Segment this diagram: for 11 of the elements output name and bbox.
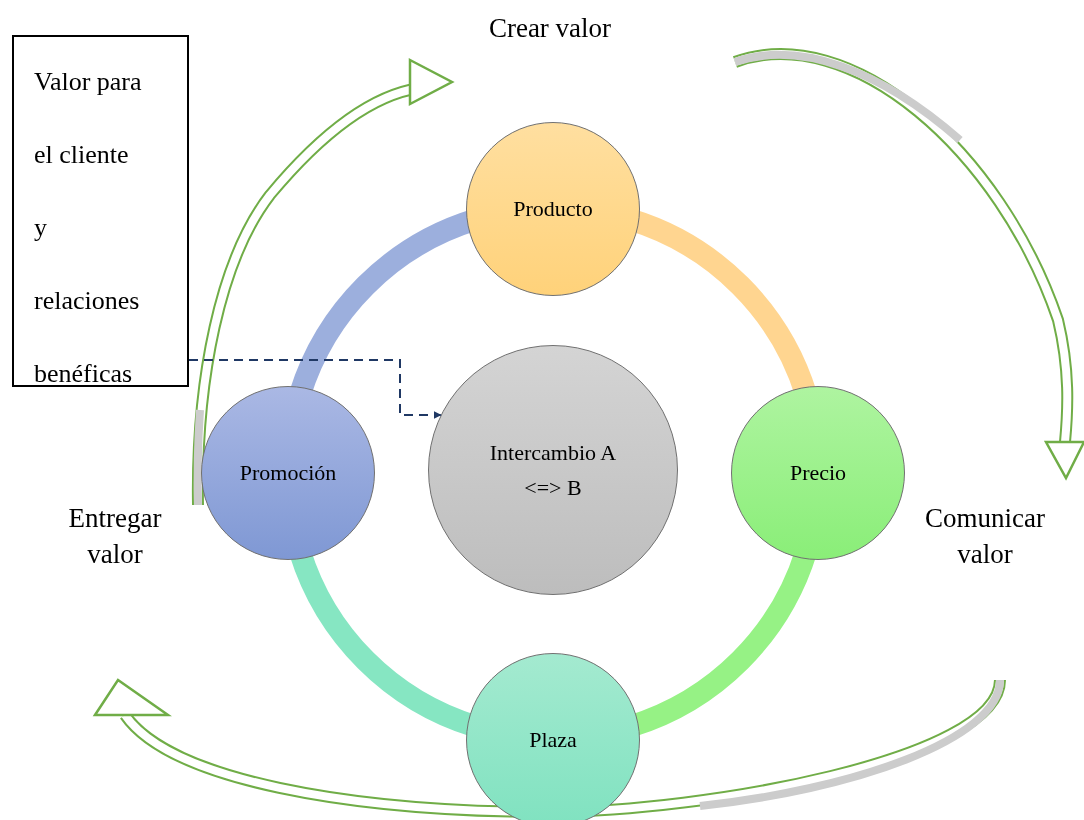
node-label: Intercambio A <=> B (489, 438, 617, 502)
node-label: Plaza (529, 726, 577, 755)
node-label: Precio (789, 459, 847, 488)
stage-label: Comunicar valor (924, 502, 1046, 572)
node-label: Promoción (239, 459, 337, 488)
dashed-arrow (188, 359, 442, 419)
text-box (12, 35, 189, 387)
box-text: Valor para el cliente y relaciones benéficas (34, 66, 143, 390)
stage-label: Entregar valor (67, 502, 163, 572)
stage-label: Crear valor (487, 12, 613, 45)
node-label: Producto (513, 195, 593, 224)
